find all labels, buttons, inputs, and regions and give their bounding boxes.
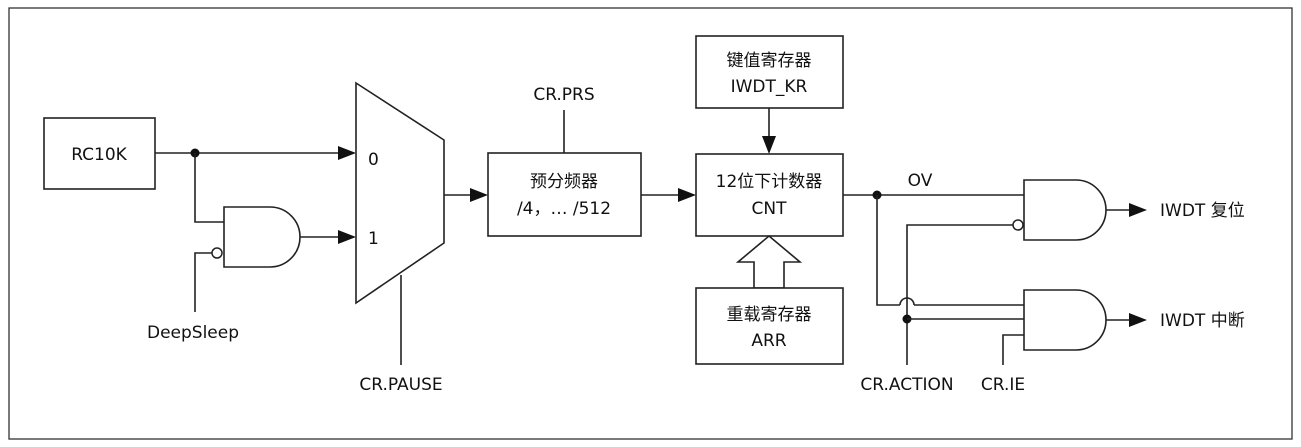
arrow-counter-in <box>678 188 696 202</box>
down-counter-block <box>695 153 844 237</box>
cr-action-label: CR.ACTION <box>860 375 953 395</box>
cr-pause-label: CR.PAUSE <box>359 375 442 395</box>
mux-input-1-label: 1 <box>368 229 379 249</box>
deepsleep-inverter-bubble <box>211 247 223 259</box>
wire-cr-action <box>906 224 1013 365</box>
arrow-key-counter <box>762 136 776 154</box>
mux-input-0-label: 0 <box>368 150 379 170</box>
key-register-block <box>695 35 844 109</box>
reset-and-gate <box>1023 179 1107 241</box>
reload-hollow-arrow <box>735 234 803 289</box>
prescaler-label-line1: 预分频器 <box>530 172 598 192</box>
deepsleep-label: DeepSleep <box>147 323 239 343</box>
down-counter-label-line1: 12位下计数器 <box>716 172 823 192</box>
action-inverter-bubble <box>1012 219 1024 231</box>
clock-mux <box>355 81 445 305</box>
arrow-mux-in1 <box>338 230 356 244</box>
reload-register-label-line1: 重载寄存器 <box>727 305 812 325</box>
iwdt-reset-label: IWDT 复位 <box>1160 201 1245 221</box>
rc10k-label: RC10K <box>71 145 127 165</box>
prescaler-label-line2: /4，… /512 <box>517 199 611 219</box>
cr-prs-label: CR.PRS <box>533 85 594 105</box>
arrow-interrupt-out <box>1129 313 1147 327</box>
arrow-mux-in0 <box>338 146 356 160</box>
ov-label: OV <box>908 171 933 191</box>
key-register-label-line2: IWDT_KR <box>731 77 808 97</box>
arrow-prescaler-in <box>470 188 488 202</box>
wire-deepsleep <box>194 252 212 312</box>
cr-ie-label: CR.IE <box>981 375 1025 395</box>
iwdt-interrupt-label: IWDT 中断 <box>1160 311 1245 331</box>
interrupt-and-gate <box>1023 289 1107 351</box>
clock-and-gate <box>223 206 301 268</box>
diagram-frame <box>8 7 1293 440</box>
reload-register-block <box>695 287 844 365</box>
down-counter-label-line2: CNT <box>752 199 788 219</box>
rc10k-block <box>43 117 156 190</box>
key-register-label-line1: 键值寄存器 <box>727 51 812 71</box>
arrow-reset-out <box>1129 203 1147 217</box>
reload-register-label-line2: ARR <box>751 331 786 351</box>
prescaler-block <box>487 152 642 237</box>
wire-rc10k-and <box>194 153 224 223</box>
wire-ov-branch <box>876 195 900 306</box>
wire-cr-ie <box>1002 334 1024 365</box>
